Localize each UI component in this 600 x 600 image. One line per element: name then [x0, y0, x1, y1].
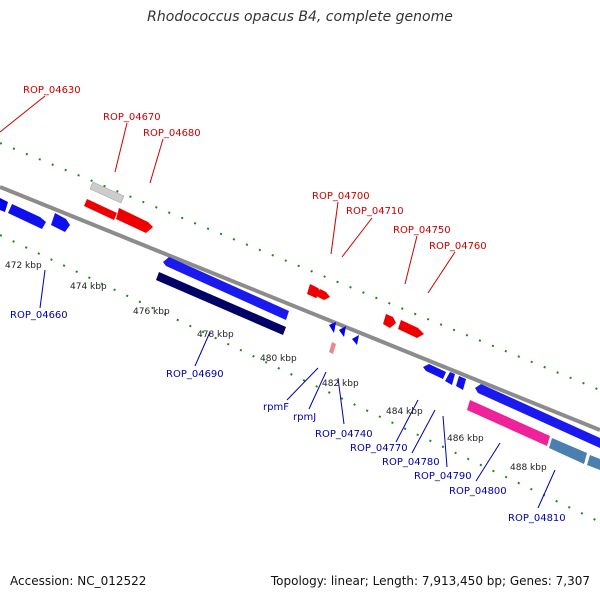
gene-left-blue-1[interactable] [0, 198, 8, 212]
genome-map: 472 kbp 474 kbp 476 kbp 478 kbp 480 kbp … [0, 85, 600, 524]
gene-label-rop-04710[interactable]: ROP_04710 [346, 206, 404, 217]
topology-label: Topology: linear; Length: 7,913,450 bp; … [270, 574, 590, 588]
gene-rop-04790[interactable] [456, 376, 466, 390]
gene-rop-04670[interactable] [89, 181, 125, 204]
gene-label-rop-04690[interactable]: ROP_04690 [166, 369, 224, 380]
gene-rop-04690-blue[interactable] [163, 257, 289, 320]
gene-rop-04780[interactable] [445, 372, 455, 385]
gene-rop-04690[interactable] [156, 272, 286, 335]
reverse-leader-lines [39, 269, 556, 509]
gene-label-rop-04670[interactable]: ROP_04670 [103, 112, 161, 123]
gene-label-rpmf[interactable]: rpmF [263, 402, 289, 413]
gene-rop-04680[interactable] [116, 208, 153, 233]
gene-label-rop-04770[interactable]: ROP_04770 [350, 443, 408, 454]
gene-rop-04750[interactable] [383, 314, 396, 328]
kbp-tick: 474 kbp [70, 282, 107, 292]
kbp-tick: 478 kbp [197, 330, 234, 340]
genome-title: Rhodococcus opacus B4, complete genome [147, 9, 453, 25]
gene-label-rpmj[interactable]: rpmJ [293, 412, 316, 423]
lower-tick-track [0, 234, 600, 523]
gene-rop-04810[interactable] [549, 438, 587, 464]
gene-label-rop-04680[interactable]: ROP_04680 [143, 128, 201, 139]
kbp-tick: 488 kbp [510, 463, 547, 473]
kbp-tick: 486 kbp [447, 434, 484, 444]
upper-tick-track [0, 142, 600, 391]
gene-rop-04700[interactable] [307, 284, 322, 298]
gene-label-rop-04660[interactable]: ROP_04660 [10, 310, 68, 321]
gene-left-blue-3[interactable] [51, 213, 70, 232]
gene-rop-04680-a[interactable] [84, 199, 117, 220]
gene-left-blue-2[interactable] [8, 204, 46, 229]
gene-rop-04710[interactable] [318, 289, 330, 300]
gene-rpmf[interactable] [329, 322, 336, 333]
gene-label-rop-04800[interactable]: ROP_04800 [449, 486, 507, 497]
gene-label-rop-04790[interactable]: ROP_04790 [414, 471, 472, 482]
gene-label-rop-04760[interactable]: ROP_04760 [429, 241, 487, 252]
gene-blue-long[interactable] [475, 384, 600, 448]
gene-label-rop-04810[interactable]: ROP_04810 [508, 513, 566, 524]
forward-leader-lines [0, 95, 456, 294]
gene-rop-04740[interactable] [352, 335, 359, 345]
gene-label-rop-04740[interactable]: ROP_04740 [315, 429, 373, 440]
gene-label-rop-04630[interactable]: ROP_04630 [23, 85, 81, 96]
gene-label-rop-04700[interactable]: ROP_04700 [312, 191, 370, 202]
kbp-tick: 484 kbp [386, 407, 423, 417]
kbp-tick: 482 kbp [322, 379, 359, 389]
gene-rop-04770[interactable] [423, 364, 446, 379]
gene-rpmj-pink[interactable] [329, 342, 336, 354]
kbp-tick: 476 kbp [133, 307, 170, 317]
kbp-tick: 480 kbp [260, 354, 297, 364]
accession-label: Accession: NC_012522 [10, 574, 147, 588]
gene-label-rop-04780[interactable]: ROP_04780 [382, 457, 440, 468]
gene-rop-04760[interactable] [398, 320, 424, 338]
gene-right-edge[interactable] [587, 455, 600, 470]
gene-label-rop-04750[interactable]: ROP_04750 [393, 225, 451, 236]
gene-rpmj-a[interactable] [339, 326, 346, 337]
genome-backbone [0, 185, 600, 432]
gene-rop-04800[interactable] [467, 400, 550, 446]
kbp-tick: 472 kbp [5, 261, 42, 271]
